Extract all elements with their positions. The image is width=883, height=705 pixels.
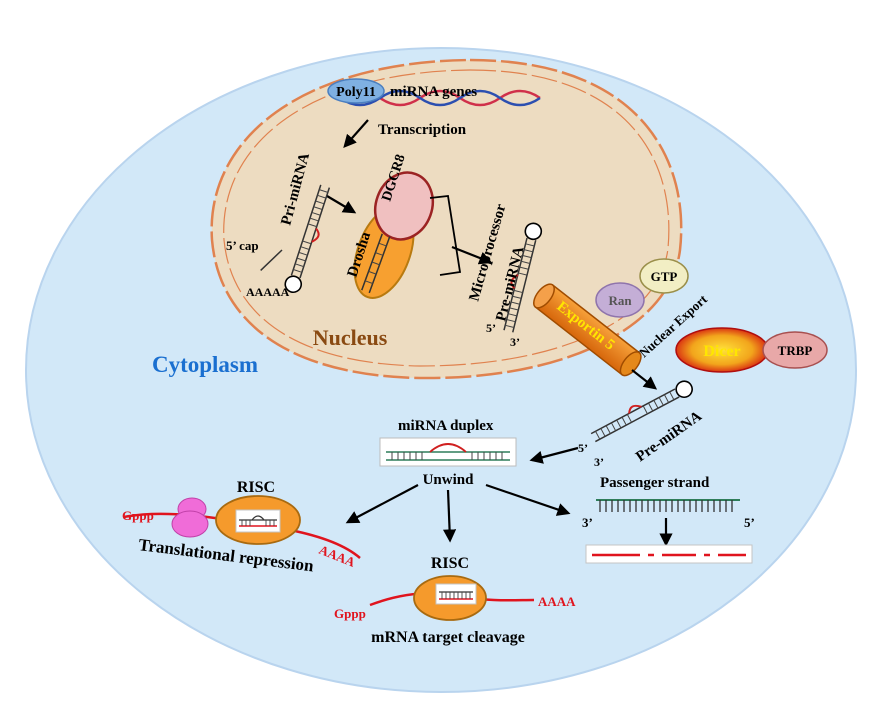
- passenger-strand-label: Passenger strand: [600, 475, 710, 491]
- pre-mirna-cyto-5prime: 5’: [578, 441, 588, 455]
- duplex-label: miRNA duplex: [398, 418, 494, 434]
- microprocessor-bracket: [429, 195, 462, 276]
- mrna-cleavage-label: mRNA target cleavage: [371, 629, 525, 646]
- cytoplasm-label: Cytoplasm: [152, 352, 258, 377]
- dicer-label: Dicer: [703, 343, 740, 360]
- pre-mirna-cyto-3prime: 3’: [594, 455, 604, 469]
- arrow-to-passenger: [485, 483, 571, 516]
- arrow-to-translational: [345, 484, 419, 524]
- arrow-to-cleavage: [442, 489, 457, 543]
- mirna-genes-label: miRNA genes: [390, 84, 477, 100]
- duplex-strands-icon: [386, 443, 510, 461]
- ribosome-large-icon: [171, 510, 209, 538]
- gtp-icon: [639, 258, 689, 294]
- passenger-strand-icon: [596, 499, 740, 512]
- poly-label: Poly11: [336, 85, 376, 100]
- polya-tail-label: AAAAA: [246, 285, 290, 299]
- risc-2-mirna-icon: [439, 591, 473, 600]
- polymerase-icon: [327, 78, 385, 104]
- five-prime-cap-label: 5’ cap: [226, 238, 259, 253]
- aaaa-2-label: AAAA: [538, 594, 576, 609]
- pre-mirna-nuclear-5prime: 5’: [486, 321, 496, 335]
- risc-1-inset: [235, 509, 281, 533]
- exportin-5-channel: [533, 283, 642, 377]
- bound-hairpin-icon: [361, 233, 391, 294]
- ran-protein-icon: [595, 282, 645, 318]
- arrow-to-microprocessor: [326, 195, 357, 214]
- gppp-1-label: Gppp: [122, 508, 154, 523]
- risc-1-label: RISC: [237, 479, 275, 496]
- transcription-label: Transcription: [378, 122, 467, 138]
- risc-2-label: RISC: [431, 555, 469, 572]
- nucleus-label: Nucleus: [313, 325, 388, 350]
- passenger-5prime: 5’: [744, 515, 755, 530]
- gppp-2-label: Gppp: [334, 606, 366, 621]
- unwind-label: Unwind: [423, 472, 475, 488]
- nucleus-inner-membrane: [223, 69, 670, 367]
- trbp-protein-icon: [762, 331, 828, 369]
- arrow-to-cytoplasm: [631, 369, 658, 390]
- risc-1-mirna-icon: [239, 515, 277, 527]
- dgcr8-protein-icon: [373, 171, 435, 241]
- arrow-to-duplex: [529, 446, 579, 464]
- pri-mirna-hairpin-icon-2: [260, 249, 283, 271]
- passenger-3prime: 3’: [582, 515, 593, 530]
- arrow-transcription: [343, 119, 369, 148]
- pre-mirna-nuclear-3prime: 3’: [510, 335, 520, 349]
- trbp-label: TRBP: [778, 343, 813, 358]
- gtp-label: GTP: [651, 269, 678, 284]
- ran-label: Ran: [608, 293, 632, 308]
- arrow-to-pre-mirna: [451, 245, 493, 265]
